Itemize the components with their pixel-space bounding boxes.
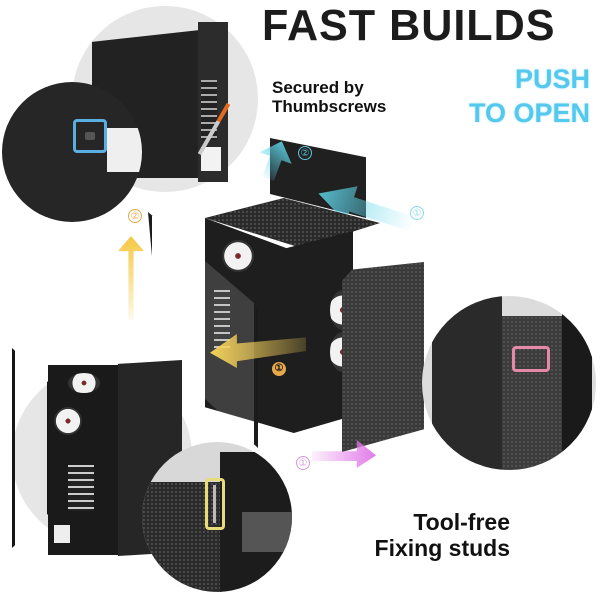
caption-thumbscrews-line1: Secured by — [272, 78, 364, 97]
caption-thumbscrews: Secured by Thumbscrews — [272, 78, 386, 116]
expansion-slots-assembled — [68, 465, 94, 511]
latch-pillar — [562, 306, 592, 470]
push-line2: TO OPEN — [468, 98, 590, 128]
push-line1: PUSH — [514, 64, 590, 94]
caption-thumbscrews-line2: Thumbscrews — [272, 97, 387, 117]
stud-highlight — [205, 478, 225, 530]
psu-cutout — [201, 147, 221, 171]
thumbscrew-cutout — [107, 128, 142, 172]
latch-highlight — [512, 346, 550, 372]
latch-frame — [432, 296, 502, 470]
thumbscrew-icon — [85, 132, 95, 140]
step-marker-glass-2: ② — [128, 209, 142, 223]
assembled-case-interior — [48, 365, 118, 555]
step-marker-front-1: ① — [296, 456, 310, 470]
step-marker-glass-1: ① — [272, 362, 286, 376]
studs-fan — [242, 512, 292, 552]
expansion-slots-main — [214, 290, 230, 350]
fan-top — [68, 373, 100, 393]
fan-rear — [222, 240, 254, 272]
studs-mesh-panel — [142, 482, 222, 592]
latch-mesh — [502, 316, 562, 470]
latch-zoom-circle — [422, 296, 596, 470]
caption-tool-free-line2: Fixing studs — [374, 534, 510, 561]
fixing-stud-icon — [213, 485, 216, 523]
front-mesh-panel — [342, 262, 424, 452]
caption-tool-free-line1: Tool-free — [413, 509, 510, 535]
fan-rear-assembled — [54, 407, 82, 435]
caption-push-to-open: PUSH TO OPEN — [430, 62, 590, 130]
caption-tool-free: Tool-free Fixing studs — [342, 509, 510, 562]
case-rear-io — [198, 22, 228, 182]
arrow-up-yellow-icon — [118, 236, 144, 320]
step-marker-top-1: ① — [410, 206, 424, 220]
thumbscrew-zoom-circle — [2, 82, 142, 222]
psu-cover — [54, 525, 70, 543]
headline: FAST BUILDS — [262, 1, 556, 50]
thumbscrew-highlight — [73, 119, 107, 153]
studs-zoom-circle — [142, 442, 292, 592]
step-marker-top-2: ② — [298, 146, 312, 160]
